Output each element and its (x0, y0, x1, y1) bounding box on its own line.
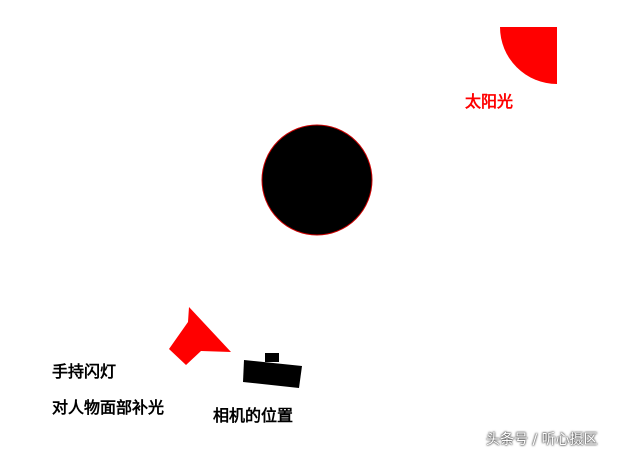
subject-icon (261, 124, 373, 236)
flash-icon (169, 307, 231, 365)
camera-icon (243, 353, 302, 388)
sun-label: 太阳光 (465, 92, 514, 111)
flash-label-line2: 对人物面部补光 (52, 398, 165, 417)
watermark: 头条号 / 听心摄区 (486, 432, 598, 448)
camera-label: 相机的位置 (213, 406, 294, 425)
flash-label-line1: 手持闪灯 (52, 362, 117, 381)
sun-icon (500, 27, 557, 84)
